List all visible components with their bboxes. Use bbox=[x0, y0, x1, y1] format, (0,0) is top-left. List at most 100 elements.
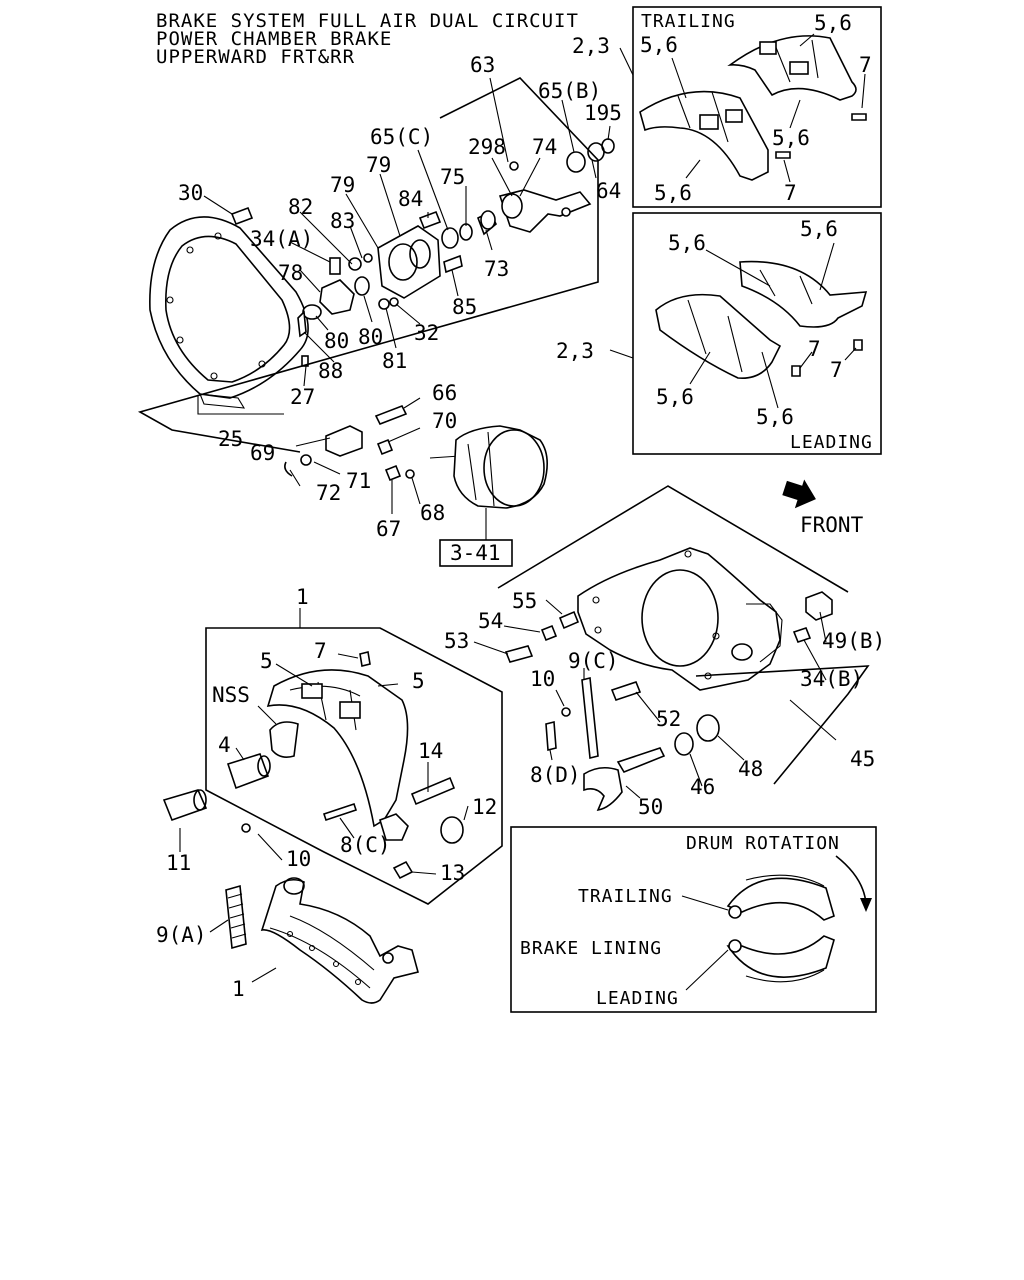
ring-75 bbox=[459, 223, 473, 241]
washer-83 bbox=[363, 253, 373, 263]
trailing-leaders bbox=[671, 33, 866, 183]
callout-5-6-e: 5,6 bbox=[668, 231, 706, 255]
shoe-clevis bbox=[379, 813, 409, 841]
trailing-lower-pad-2 bbox=[725, 109, 743, 123]
brake-chamber-face bbox=[483, 429, 545, 507]
upper-group-bracket bbox=[137, 77, 599, 453]
callout-45: 45 bbox=[850, 747, 875, 771]
roller-4-end bbox=[257, 755, 271, 777]
washer-68 bbox=[405, 469, 415, 479]
callout-5-6-h: 5,6 bbox=[756, 405, 794, 429]
upper-leaders bbox=[289, 77, 611, 387]
inset-leading-shoes: LEADING 5,6 5,6 7 7 5,6 5,6 bbox=[632, 212, 882, 455]
inset-drum-rotation: DRUM ROTATION TRAILING BRAKE LINING LEAD… bbox=[510, 826, 877, 1013]
shoe-group-frame bbox=[205, 627, 503, 905]
drum-rotation-frame bbox=[510, 826, 877, 1013]
slack-adjuster-74 bbox=[498, 189, 592, 233]
inset-trailing-shoes: TRAILING 5,6 5,6 7 5,6 5,6 7 bbox=[632, 6, 882, 208]
callout-25: 25 bbox=[218, 427, 243, 451]
trailing-lower-lining-lines bbox=[677, 91, 729, 143]
shoe-leaders bbox=[179, 608, 469, 875]
inset-trailing-frame bbox=[632, 6, 882, 208]
ref-box-3-41 bbox=[439, 539, 513, 567]
leading-leaders bbox=[689, 242, 857, 409]
callout-73: 73 bbox=[484, 257, 509, 281]
callout-54: 54 bbox=[478, 609, 503, 633]
clip-195 bbox=[601, 138, 615, 154]
spider-hole bbox=[712, 632, 720, 640]
backing-plate bbox=[149, 216, 309, 409]
drum-leaders bbox=[681, 895, 729, 991]
spring-9a-coils bbox=[227, 893, 247, 939]
callout-81: 81 bbox=[382, 349, 407, 373]
chamber-leaders bbox=[289, 397, 487, 540]
bracket-55 bbox=[558, 610, 580, 630]
fitting-298 bbox=[509, 161, 519, 171]
spider-hole bbox=[684, 550, 692, 558]
nut-81 bbox=[378, 298, 390, 310]
callout-5-a: 5 bbox=[260, 649, 273, 673]
callout-65b: 65(B) bbox=[538, 79, 601, 103]
trailing-bolt-7b bbox=[775, 151, 791, 159]
callout-84: 84 bbox=[398, 187, 423, 211]
callout-68: 68 bbox=[420, 501, 445, 525]
leader-30 bbox=[203, 195, 233, 215]
leading-lower-shoe bbox=[655, 293, 782, 379]
pin-66 bbox=[374, 404, 408, 426]
trailing-lower-pad bbox=[699, 114, 719, 130]
nut-70 bbox=[376, 438, 394, 456]
callout-30: 30 bbox=[178, 181, 203, 205]
callout-66: 66 bbox=[432, 381, 457, 405]
plate-79-assembly bbox=[377, 210, 497, 299]
callout-34b: 34(B) bbox=[800, 667, 863, 691]
clevis-69 bbox=[325, 425, 363, 457]
callout-46: 46 bbox=[690, 775, 715, 799]
trailing-bolt-7a bbox=[851, 113, 867, 121]
callout-5-6-d: 5,6 bbox=[654, 181, 692, 205]
spider-cam-bore bbox=[731, 643, 753, 661]
drum-leading-lining bbox=[745, 969, 825, 983]
plate-hole bbox=[258, 360, 266, 368]
spider-plate bbox=[577, 547, 781, 691]
shoe-pad-a bbox=[301, 683, 323, 699]
washer-65b bbox=[566, 151, 586, 173]
nss-spring-anchor bbox=[269, 721, 299, 758]
leading-upper-lining-lines bbox=[759, 269, 813, 305]
camshaft-bracket-assembly bbox=[297, 253, 399, 367]
spider-group-bracket-2 bbox=[695, 665, 870, 785]
roller-12 bbox=[440, 816, 464, 844]
diagram-title: BRAKE SYSTEM FULL AIR DUAL CIRCUIT POWER… bbox=[156, 10, 578, 68]
spring-9a-body bbox=[225, 884, 247, 950]
clip-10a bbox=[241, 823, 251, 833]
spider-plate-bore bbox=[641, 569, 719, 667]
callout-12: 12 bbox=[472, 795, 497, 819]
pin-88 bbox=[297, 310, 307, 338]
callout-71: 71 bbox=[346, 469, 371, 493]
bottom-shoe-eye bbox=[283, 877, 305, 895]
callout-63: 63 bbox=[470, 53, 495, 77]
spider-boss bbox=[746, 603, 783, 663]
callout-11: 11 bbox=[166, 851, 191, 875]
trailing-upper-pad-2 bbox=[789, 61, 809, 75]
cotter-pin-72 bbox=[284, 461, 293, 477]
callout-8c: 8(C) bbox=[340, 833, 391, 857]
callout-70: 70 bbox=[432, 409, 457, 433]
callout-9c: 9(C) bbox=[568, 649, 619, 673]
nut-13 bbox=[392, 860, 414, 880]
callout-10-a: 10 bbox=[286, 847, 311, 871]
callout-nss: NSS bbox=[212, 683, 250, 707]
callout-69: 69 bbox=[250, 441, 275, 465]
brake-chamber-clamp bbox=[467, 431, 495, 507]
callout-7-b: 7 bbox=[784, 181, 797, 205]
callout-52: 52 bbox=[656, 707, 681, 731]
inset-trailing-title: TRAILING bbox=[641, 11, 736, 32]
washer-71 bbox=[300, 454, 312, 466]
spring-9a bbox=[225, 884, 247, 950]
callout-64: 64 bbox=[596, 179, 621, 203]
callout-298: 298 bbox=[468, 135, 506, 159]
callout-7-c: 7 bbox=[808, 337, 821, 361]
callout-9a: 9(A) bbox=[156, 923, 207, 947]
spider-hole bbox=[592, 596, 600, 604]
leader-1-bottom bbox=[251, 967, 277, 983]
drum-leading-shoe bbox=[726, 935, 835, 978]
